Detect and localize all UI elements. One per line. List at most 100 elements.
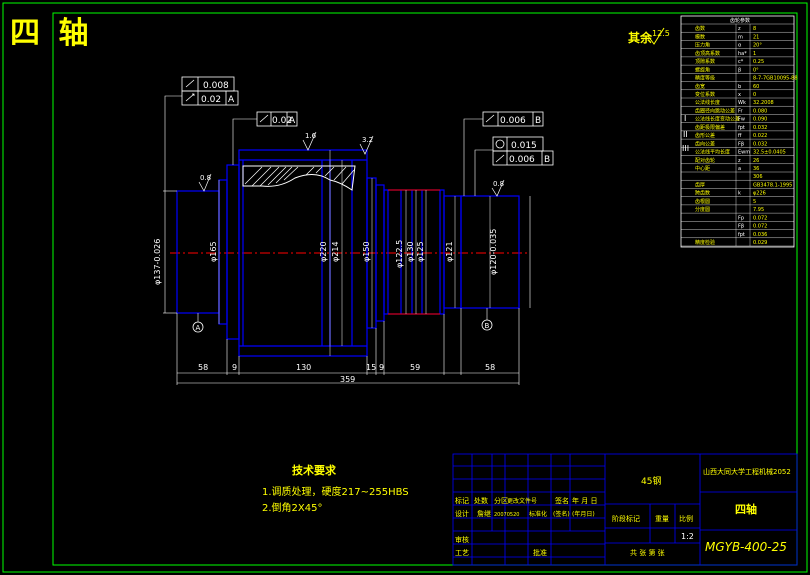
param-table-cell: 32.5±0.0405 bbox=[753, 150, 786, 156]
param-table-cell: 26 bbox=[753, 158, 759, 164]
dia-label-4: φ214 bbox=[331, 241, 340, 262]
param-table-cell: 齿数 bbox=[695, 25, 705, 32]
param-table-cell: 变位系数 bbox=[695, 91, 715, 98]
tb-stage: 阶段标记 bbox=[612, 514, 640, 523]
group-label-1: I bbox=[684, 114, 686, 123]
dia-label-2: φ165 bbox=[209, 241, 218, 262]
dim-58-right: 58 bbox=[485, 363, 495, 372]
param-table-cell: 齿宽 bbox=[695, 83, 705, 90]
param-table-cell: φ226 bbox=[753, 191, 766, 197]
param-table-cell: 齿顶高系数 bbox=[695, 50, 720, 57]
tol-right-ref: B bbox=[535, 116, 541, 126]
dia-label-8: φ125 bbox=[416, 241, 425, 262]
tb-review: 审核 bbox=[455, 535, 469, 544]
tb-hdr1: 标记 bbox=[455, 496, 469, 505]
param-table-cell: 精度检验 bbox=[695, 239, 715, 246]
tol-frame-left bbox=[181, 76, 239, 106]
param-table-cell: 顶隙系数 bbox=[695, 58, 715, 65]
tb-date: 20070520 bbox=[494, 512, 519, 518]
param-table-cell: 32.2008 bbox=[753, 100, 774, 106]
tol-gear-runout: 0.02 bbox=[272, 116, 292, 126]
param-table-cell: 0.032 bbox=[753, 141, 767, 147]
roughness-symbol bbox=[647, 27, 665, 45]
group-label-2: II bbox=[683, 130, 688, 139]
param-table-cell: 齿形公差 bbox=[695, 132, 715, 139]
param-table-cell: c* bbox=[738, 59, 744, 65]
param-table-cell: 0° bbox=[753, 67, 759, 73]
param-table-cell: z bbox=[738, 26, 741, 32]
roughness-mark-4: 0.8 bbox=[493, 180, 504, 188]
dia-label-3: φ220 bbox=[319, 241, 328, 262]
tb-approve: 批准 bbox=[533, 548, 547, 557]
param-table-cell: 0.090 bbox=[753, 117, 767, 123]
param-table-cell: 压力角 bbox=[695, 42, 710, 49]
param-table-cell: Fp bbox=[738, 215, 744, 221]
tol-right-runout: 0.006 bbox=[500, 116, 526, 126]
param-table-cell: fpt bbox=[738, 232, 745, 238]
param-table-cell: 0.25 bbox=[753, 59, 764, 65]
param-table-cell: 7.95 bbox=[753, 207, 764, 213]
tb-std-sign: (签名) bbox=[553, 510, 570, 518]
datum-b-marker: B bbox=[481, 308, 493, 331]
param-table-cell: 0 bbox=[753, 92, 756, 98]
param-table-cell: 21 bbox=[753, 34, 759, 40]
extension-lines bbox=[163, 190, 531, 385]
param-table-cell: Fr bbox=[738, 108, 744, 114]
gear-section-hatch bbox=[242, 165, 356, 191]
tb-hdr6: 年 月 日 bbox=[572, 496, 597, 505]
param-table-cell: 跨齿数 bbox=[695, 190, 710, 197]
roughness-label: 其余 bbox=[628, 30, 653, 45]
tol-frame-gear bbox=[256, 111, 298, 127]
dim-9-right: 9 bbox=[379, 363, 384, 372]
tb-design: 设计 bbox=[455, 509, 469, 518]
param-table-cell: a bbox=[738, 166, 741, 172]
param-table-cell: k bbox=[738, 191, 741, 197]
param-table-cell: 0.022 bbox=[753, 133, 767, 139]
param-table-cell: 0.029 bbox=[753, 240, 767, 246]
param-table-cell: x bbox=[738, 92, 741, 98]
tb-scale: 1:2 bbox=[681, 532, 694, 541]
param-table-cell: 20° bbox=[753, 43, 762, 49]
param-table-cell: 公法线长度 bbox=[695, 99, 720, 106]
dim-58-left: 58 bbox=[198, 363, 208, 372]
tb-weight: 重量 bbox=[655, 515, 669, 523]
param-table-cell: Wk bbox=[738, 100, 746, 106]
param-table-cell: 齿圈径向跳动公差 bbox=[695, 107, 735, 114]
notes-line2: 2.倒角2X45° bbox=[262, 502, 322, 514]
dia-label-5: φ150 bbox=[362, 241, 371, 262]
param-table-title: 齿轮参数 bbox=[730, 17, 750, 24]
tb-school: 山西大同大学工程机械2052 bbox=[703, 467, 791, 476]
tb-hdr4: 更改文件号 bbox=[507, 497, 537, 505]
tb-date2: (年月日) bbox=[572, 510, 595, 518]
param-table-cell: 分度圆 bbox=[695, 206, 710, 213]
param-table-cell: 齿根圆 bbox=[695, 198, 710, 205]
param-table-cell: 36 bbox=[753, 166, 759, 172]
param-table-cell: 306 bbox=[753, 174, 763, 180]
svg-text:B: B bbox=[485, 322, 490, 330]
dia-label-6: φ122.5 bbox=[395, 240, 404, 268]
tb-drawing-no: MGYB-400-25 bbox=[705, 540, 787, 554]
dim-130: 130 bbox=[296, 363, 311, 372]
param-table-cell: m bbox=[738, 34, 743, 40]
tol-right-ref2: B bbox=[544, 155, 550, 165]
tol-frame-right-cyl bbox=[492, 136, 554, 166]
param-table-cell: fpt bbox=[738, 125, 745, 131]
dia-label-1: φ137-0.026 bbox=[153, 239, 162, 285]
param-table-cell: 0.036 bbox=[753, 232, 767, 238]
param-table-cell: 0.080 bbox=[753, 108, 767, 114]
tol-left-runout: 0.02 bbox=[201, 95, 221, 105]
tol-right-runout2: 0.006 bbox=[509, 155, 535, 165]
param-table-cell: 齿距极限偏差 bbox=[695, 124, 725, 131]
param-table-cell: Fβ bbox=[738, 141, 744, 147]
page-title: 四 轴 bbox=[10, 16, 93, 51]
param-table-cell: 配对齿轮 bbox=[695, 157, 715, 164]
param-table-cell: 0.072 bbox=[753, 215, 767, 221]
svg-text:A: A bbox=[196, 324, 201, 332]
param-table-cell: 0.072 bbox=[753, 224, 767, 230]
tb-hdr5: 签名 bbox=[555, 496, 569, 505]
param-table-cell: ha* bbox=[738, 51, 747, 57]
tb-process: 工艺 bbox=[455, 549, 469, 557]
